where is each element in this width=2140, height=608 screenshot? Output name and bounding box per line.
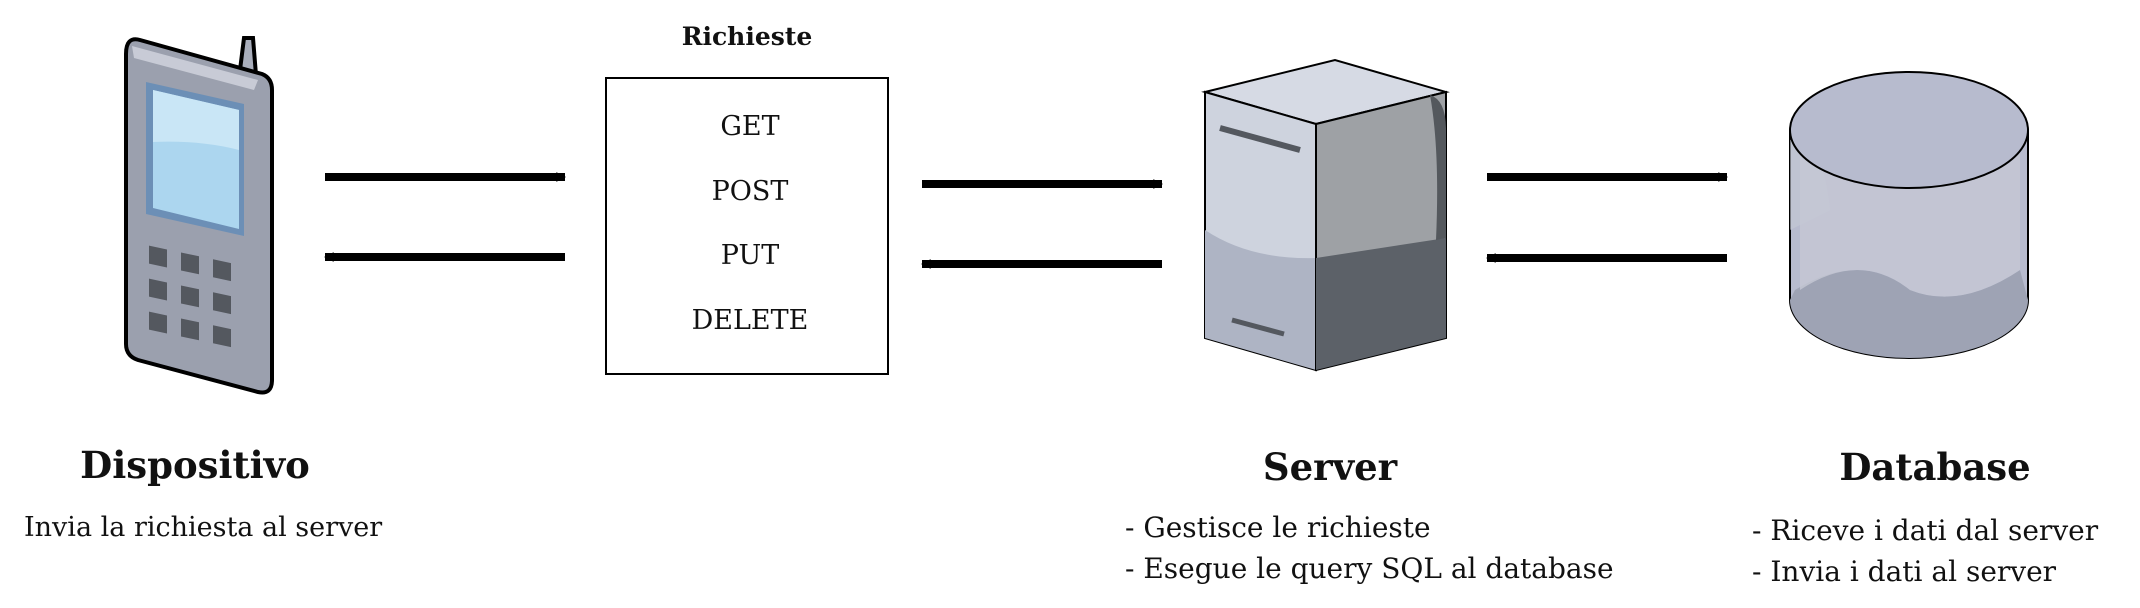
database-cylinder-icon [1789,71,2029,359]
database-title: Database [1839,445,2031,489]
request-method-put: PUT [720,240,780,271]
server-bullet: - Esegue le query SQL al database [1125,552,1614,585]
arrows [324,172,1728,269]
mobile-phone-icon [124,36,274,395]
request-method-post: POST [711,176,789,207]
database-bullet: - Invia i dati al server [1752,555,2057,588]
database-bullets: - Riceve i dati dal server - Invia i dat… [1752,510,2098,592]
request-method-delete: DELETE [691,305,809,336]
requests-title: Richieste [681,22,813,51]
server-title: Server [1262,445,1398,489]
request-method-get: GET [720,111,780,142]
device-title: Dispositivo [80,443,310,487]
database-bullet: - Riceve i dati dal server [1752,514,2099,547]
server-bullets: - Gestisce le richieste - Esegue le quer… [1125,507,1614,589]
server-tower-icon [1201,58,1450,372]
device-description: Invia la richiesta al server [24,512,383,543]
server-bullet: - Gestisce le richieste [1125,511,1431,544]
requests-box [605,77,889,375]
